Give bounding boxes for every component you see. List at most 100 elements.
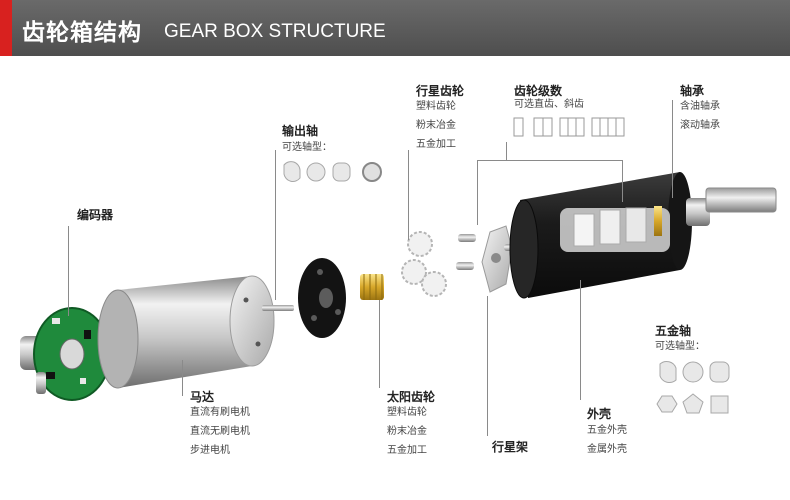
sun-gear-item: 塑料齿轮 — [387, 407, 427, 418]
label-hardware-shaft: 五金轴 — [655, 324, 692, 338]
shaft-collar — [686, 198, 710, 226]
hw-shaft-pentagon-icon — [682, 393, 704, 414]
shaft-type-hollow-icon — [362, 162, 382, 182]
housing-front-rim — [509, 199, 539, 299]
leader-line-encoder — [68, 226, 69, 316]
housing-item: 五金外壳 — [587, 425, 627, 436]
housing-item: 金属外壳 — [587, 444, 627, 455]
label-motor: 马达 — [190, 390, 215, 404]
leader-line-sun-gear — [379, 300, 380, 388]
label-housing: 外壳 — [587, 407, 612, 421]
motor-screw-hole — [255, 341, 261, 347]
leader-line-housing — [580, 280, 581, 400]
output-shaft-type-icons — [283, 161, 382, 182]
output-shaft-sub-text: 可选轴型： — [282, 142, 332, 153]
planet-gear-item: 塑料齿轮 — [416, 101, 456, 112]
shaft-type-round-icon — [306, 162, 326, 182]
hardware-shaft-sub-text: 可选轴型： — [655, 341, 705, 352]
planet-gears-part — [401, 231, 447, 297]
stage-icon-3 — [567, 117, 577, 137]
mount-plate-hole — [317, 269, 323, 275]
bearing-ring — [654, 206, 662, 236]
carrier-pin — [458, 234, 476, 242]
leader-line-bearing — [672, 100, 673, 198]
planet-gear-item: 粉末冶金 — [416, 120, 456, 131]
label-output-shaft-sub: 可选轴型： — [282, 138, 332, 157]
carrier-hole — [491, 253, 501, 263]
motor-part — [97, 275, 294, 389]
output-shaft-part — [686, 187, 777, 226]
leader-line-planet-carrier — [487, 296, 488, 436]
gear-stage-icons — [513, 117, 625, 137]
hardware-shaft-type-icons — [656, 360, 730, 414]
label-encoder: 编码器 — [77, 208, 114, 222]
leader-line-output-shaft — [275, 150, 276, 300]
encoder-center — [59, 338, 85, 370]
planet-gear — [401, 259, 427, 285]
label-planet-gear: 行星齿轮 — [416, 84, 465, 98]
leader-line-gear-stages-h — [477, 160, 623, 161]
bearing-item: 滚动轴承 — [680, 120, 720, 131]
stage-icon-4 — [599, 117, 609, 137]
hw-shaft-hexagon-icon — [656, 395, 678, 413]
label-planet-carrier: 行星架 — [492, 440, 529, 454]
label-housing-items: 五金外壳 金属外壳 — [587, 421, 627, 459]
sun-gear-item: 五金加工 — [387, 445, 427, 456]
shaft-type-double-flat-icon — [332, 162, 351, 182]
hw-shaft-square-icon — [710, 395, 729, 414]
stage-icon-4 — [607, 117, 617, 137]
motor-item: 步进电机 — [190, 445, 230, 456]
stage-icon-2 — [533, 117, 544, 137]
output-shaft — [705, 187, 777, 213]
header-bar: 齿轮箱结构 GEAR BOX STRUCTURE — [0, 0, 790, 56]
planet-gear-item: 五金加工 — [416, 139, 456, 150]
internal-gear — [625, 207, 647, 243]
stage-icon-3 — [575, 117, 585, 137]
label-planet-gear-items: 塑料齿轮 粉末冶金 五金加工 — [416, 97, 456, 154]
label-gear-stages: 齿轮级数 — [514, 84, 563, 98]
planet-gear — [421, 271, 447, 297]
mount-plate-hole — [335, 309, 341, 315]
sun-gear-part — [360, 274, 384, 300]
header-title-cn: 齿轮箱结构 — [22, 20, 142, 46]
stage-icon-3 — [559, 117, 569, 137]
encoder-chip — [46, 372, 55, 379]
header-accent — [0, 0, 12, 56]
label-hardware-shaft-sub: 可选轴型： — [655, 337, 705, 356]
bearing-item: 含油轴承 — [680, 101, 720, 112]
internal-gear — [599, 209, 621, 245]
housing-part — [509, 172, 692, 299]
encoder-part — [20, 307, 111, 401]
motor-item: 直流无刷电机 — [190, 426, 250, 437]
stage-icon-1 — [513, 117, 524, 137]
carrier-pin — [456, 262, 474, 270]
hw-shaft-round-icon — [682, 361, 704, 383]
shaft-type-d-cut-icon — [283, 161, 301, 182]
encoder-chip — [52, 318, 60, 324]
mount-plate-hole — [311, 315, 317, 321]
hw-shaft-d-cut-icon — [659, 360, 677, 384]
encoder-connector — [36, 372, 46, 394]
stage-icon-4 — [591, 117, 601, 137]
mount-plate-hole — [319, 288, 333, 308]
label-bearing: 轴承 — [680, 84, 705, 98]
mount-plate-part — [298, 258, 346, 338]
label-sun-gear: 太阳齿轮 — [387, 390, 436, 404]
gear-stages-item: 可选直齿、斜齿 — [514, 99, 584, 110]
leader-line-motor — [182, 360, 183, 396]
leader-line-gear-stages — [506, 142, 507, 160]
motor-shaft — [262, 305, 294, 311]
label-motor-items: 直流有刷电机 直流无刷电机 步进电机 — [190, 403, 250, 460]
housing-rear-rim — [668, 172, 692, 270]
leader-line-gear-stages-v2 — [622, 160, 623, 202]
encoder-chip — [80, 378, 86, 384]
stage-icon-2 — [542, 117, 553, 137]
label-bearing-items: 含油轴承 滚动轴承 — [680, 97, 720, 135]
stage-icon-4 — [615, 117, 625, 137]
label-gear-stages-items: 可选直齿、斜齿 — [514, 95, 584, 114]
motor-front-face — [229, 275, 275, 367]
leader-line-planet-gear — [408, 150, 409, 240]
header-title-en: GEAR BOX STRUCTURE — [164, 21, 386, 42]
sun-gear — [360, 274, 384, 300]
